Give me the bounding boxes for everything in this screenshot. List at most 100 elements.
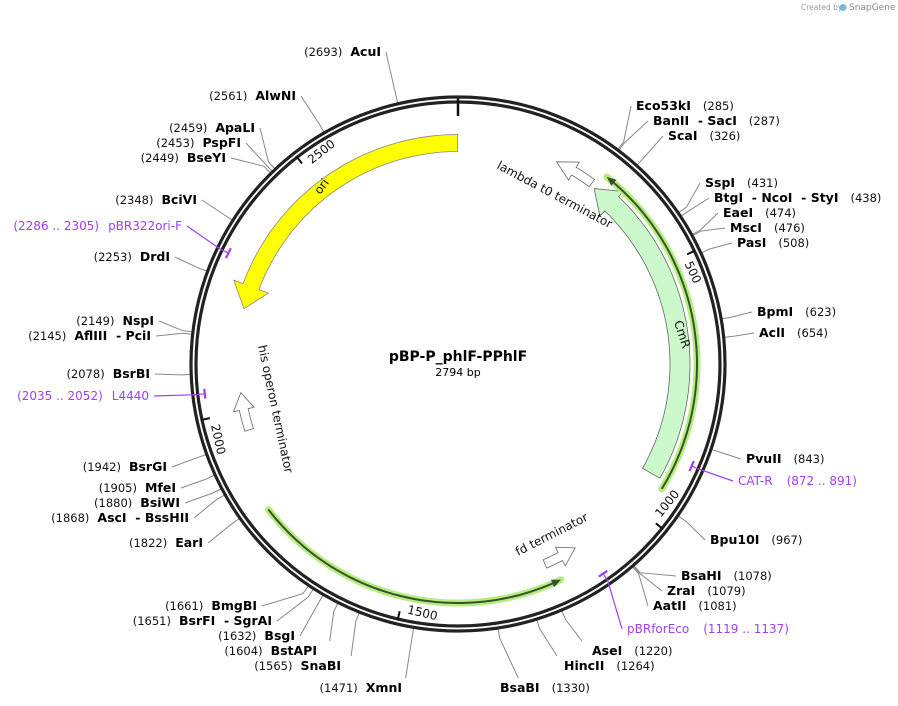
feature-lambda-t0-terminator-arrow[interactable]: [555, 161, 596, 188]
primer-label[interactable]: (2035 .. 2052)L4440: [17, 389, 149, 403]
enzyme-label[interactable]: (2453)PspFI: [156, 135, 241, 150]
enzyme-site[interactable]: (1471)XmnI: [320, 680, 402, 695]
enzyme-site[interactable]: PvuII(843): [746, 451, 824, 466]
enzyme-label[interactable]: (1651)BsrFI - SgrAI: [133, 613, 272, 628]
primer-pbrforeco[interactable]: pBRforEco(1119 .. 1137): [598, 569, 789, 636]
enzyme-site[interactable]: (2453)PspFI: [156, 135, 241, 150]
plasmid-length: 2794 bp: [435, 366, 480, 379]
enzyme-site[interactable]: AclI(654): [759, 325, 828, 340]
enzyme-label[interactable]: ZraI(1079): [667, 583, 746, 598]
enzyme-label[interactable]: PasI(508): [737, 235, 809, 250]
enzyme-leader-line: [201, 199, 233, 221]
enzyme-label[interactable]: BsaBI(1330): [500, 680, 590, 695]
enzyme-label[interactable]: (1905)MfeI: [99, 480, 176, 495]
enzyme-label[interactable]: MscI(476): [730, 220, 805, 235]
enzyme-label[interactable]: (2449)BseYI: [141, 150, 226, 165]
enzyme-label[interactable]: (2145)AflIII - PciI: [28, 328, 151, 343]
feature-misc-right[interactable]: [610, 180, 698, 490]
enzyme-name: BstAPI: [271, 643, 317, 658]
enzyme-label[interactable]: (2561)AlwNI: [209, 88, 296, 103]
enzyme-label[interactable]: (1565)SnaBI: [254, 658, 341, 673]
enzyme-label[interactable]: Eco53kI(285): [636, 98, 734, 113]
enzyme-label[interactable]: Bpu10I(967): [710, 532, 802, 547]
feature-label-fd-terminator[interactable]: fd terminator: [513, 510, 590, 559]
enzyme-site[interactable]: (1942)BsrGI: [83, 459, 167, 474]
enzyme-label[interactable]: (1471)XmnI: [320, 680, 402, 695]
primer-mark[interactable]: [225, 247, 232, 259]
enzyme-label[interactable]: HincII(1264): [564, 658, 655, 673]
enzyme-label[interactable]: AatII(1081): [653, 598, 737, 613]
enzyme-site[interactable]: ZraI(1079): [667, 583, 746, 598]
enzyme-site[interactable]: PasI(508): [737, 235, 809, 250]
enzyme-site[interactable]: Eco53kI(285): [636, 98, 734, 113]
enzyme-site[interactable]: (2145)AflIII - PciI: [28, 328, 151, 343]
enzyme-label[interactable]: (1868)AscI - BssHII: [51, 510, 189, 525]
enzyme-label[interactable]: EaeI(474): [723, 205, 796, 220]
enzyme-site[interactable]: (2449)BseYI: [141, 150, 226, 165]
enzyme-site[interactable]: BpmI(623): [757, 304, 836, 319]
enzyme-site[interactable]: AatII(1081): [653, 598, 737, 613]
enzyme-site[interactable]: (1661)BmgBI: [165, 598, 257, 613]
enzyme-label[interactable]: (2149)NspI: [76, 313, 154, 328]
enzyme-site[interactable]: BsaBI(1330): [500, 680, 590, 695]
enzyme-site[interactable]: BtgI - NcoI - StyI(438): [714, 190, 881, 205]
primer-label[interactable]: CAT-R(872 .. 891): [738, 474, 857, 488]
enzyme-site[interactable]: (1880)BsiWI: [94, 495, 180, 510]
enzyme-site[interactable]: (1905)MfeI: [99, 480, 176, 495]
enzyme-label[interactable]: (1942)BsrGI: [83, 459, 167, 474]
enzyme-label[interactable]: ScaI(326): [668, 128, 740, 143]
enzyme-site[interactable]: (1651)BsrFI - SgrAI: [133, 613, 272, 628]
enzyme-site[interactable]: (2459)ApaLI: [169, 120, 255, 135]
enzyme-label[interactable]: AclI(654): [759, 325, 828, 340]
enzyme-label[interactable]: (1604)BstAPI: [224, 643, 317, 658]
enzyme-label[interactable]: BtgI - NcoI - StyI(438): [714, 190, 881, 205]
feature-label-his-operon-terminator[interactable]: his operon terminator: [255, 344, 296, 475]
enzyme-site[interactable]: (2078)BsrBI: [66, 366, 150, 381]
enzyme-site[interactable]: EaeI(474): [723, 205, 796, 220]
enzyme-label[interactable]: (1880)BsiWI: [94, 495, 180, 510]
enzyme-label[interactable]: AseI(1220): [592, 643, 673, 658]
enzyme-site[interactable]: (1604)BstAPI: [224, 643, 317, 658]
enzyme-site[interactable]: (1565)SnaBI: [254, 658, 341, 673]
primer-cat-r[interactable]: CAT-R(872 .. 891): [688, 460, 858, 488]
enzyme-site[interactable]: (1822)EarI: [129, 535, 203, 550]
enzyme-label[interactable]: (2253)DrdI: [94, 249, 170, 264]
enzyme-site[interactable]: MscI(476): [730, 220, 805, 235]
enzyme-label[interactable]: (2078)BsrBI: [66, 366, 150, 381]
feature-his-operon-terminator-arrow[interactable]: [232, 391, 255, 432]
enzyme-label[interactable]: (2459)ApaLI: [169, 120, 255, 135]
enzyme-site[interactable]: (2149)NspI: [76, 313, 154, 328]
feature-ori-arrow[interactable]: [233, 134, 458, 310]
feature-cmr-arrow[interactable]: [593, 188, 691, 479]
enzyme-site[interactable]: SspI(431): [705, 175, 778, 190]
primer-l4440[interactable]: (2035 .. 2052)L4440: [17, 388, 207, 403]
enzyme-site[interactable]: AseI(1220): [592, 643, 673, 658]
enzyme-label[interactable]: (1822)EarI: [129, 535, 203, 550]
feature-fd-terminator-arrow[interactable]: [542, 546, 576, 569]
feature-misc-bottom[interactable]: [267, 508, 556, 604]
enzyme-site[interactable]: (2693)AcuI: [304, 44, 381, 59]
enzyme-label[interactable]: (2348)BciVI: [115, 192, 197, 207]
enzyme-site[interactable]: BanII - SacI(287): [653, 113, 780, 128]
enzyme-label[interactable]: BsaHI(1078): [681, 568, 772, 583]
primer-pbr322ori-f[interactable]: (2286 .. 2305)pBR322ori-F: [13, 219, 232, 259]
enzyme-site[interactable]: BsaHI(1078): [681, 568, 772, 583]
enzyme-site[interactable]: (1632)BsgI: [218, 628, 295, 643]
enzyme-label[interactable]: (2693)AcuI: [304, 44, 381, 59]
primer-label[interactable]: pBRforEco(1119 .. 1137): [627, 622, 789, 636]
enzyme-site[interactable]: (1868)AscI - BssHII: [51, 510, 189, 525]
enzyme-site[interactable]: (2348)BciVI: [115, 192, 197, 207]
enzyme-site[interactable]: HincII(1264): [564, 658, 655, 673]
enzyme-label[interactable]: (1661)BmgBI: [165, 598, 257, 613]
primer-mark[interactable]: [598, 569, 608, 578]
enzyme-site[interactable]: Bpu10I(967): [710, 532, 802, 547]
enzyme-label[interactable]: BanII - SacI(287): [653, 113, 780, 128]
enzyme-label[interactable]: SspI(431): [705, 175, 778, 190]
primer-label[interactable]: (2286 .. 2305)pBR322ori-F: [13, 219, 182, 233]
enzyme-label[interactable]: (1632)BsgI: [218, 628, 295, 643]
enzyme-site[interactable]: ScaI(326): [668, 128, 740, 143]
enzyme-site[interactable]: (2561)AlwNI: [209, 88, 296, 103]
enzyme-label[interactable]: PvuII(843): [746, 451, 824, 466]
enzyme-site[interactable]: (2253)DrdI: [94, 249, 170, 264]
enzyme-label[interactable]: BpmI(623): [757, 304, 836, 319]
